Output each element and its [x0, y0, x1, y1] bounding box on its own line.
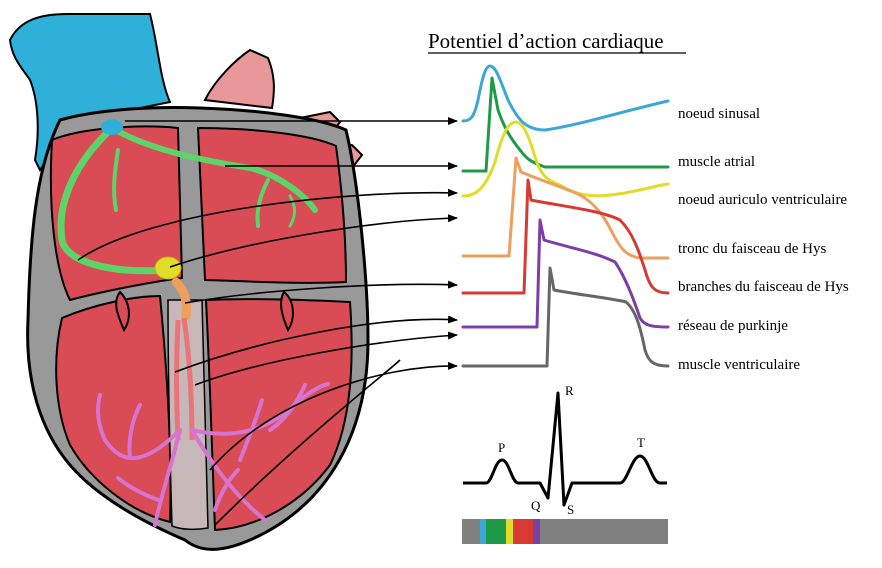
timing-bar [462, 519, 668, 544]
timing-segment-branches [513, 519, 533, 544]
trace-muscle-atrial [463, 78, 668, 171]
right-ventricle [56, 296, 170, 522]
action-potential-traces [463, 66, 668, 366]
ecg-label-q: Q [531, 498, 541, 513]
trace-branches-faisceau-hys [463, 180, 668, 293]
left-atrium [198, 128, 346, 283]
ecg-label-t: T [637, 435, 645, 450]
trace-muscle-ventriculaire [463, 268, 668, 366]
timing-segment-sinusal [480, 519, 486, 544]
label-reseau-purkinje: réseau de purkinje [678, 318, 788, 334]
trace-noeud-sinusal [463, 66, 668, 130]
ecg-trace-group: P Q R S T [463, 383, 667, 517]
sinus-node [101, 119, 123, 135]
timing-segment-atrial [486, 519, 506, 544]
pulmonary-artery [205, 50, 274, 108]
trace-noeud-auriculo-ventriculaire [463, 122, 668, 196]
label-noeud-auriculo-ventriculaire: noeud auriculo ventriculaire [678, 192, 847, 208]
av-node [155, 257, 181, 279]
label-noeud-sinusal: noeud sinusal [678, 106, 760, 122]
right-bundle-branch [177, 320, 179, 440]
trace-tronc-faisceau-hys [463, 158, 668, 258]
label-branches-faisceau-hys: branches du faisceau de Hys [678, 279, 849, 295]
diagram-title: Potentiel d’action cardiaque [428, 29, 664, 53]
trace-labels: noeud sinusal muscle atrial noeud auricu… [678, 106, 849, 373]
ecg-label-r: R [565, 383, 574, 398]
heart-illustration [10, 14, 368, 549]
chart-title-group: Potentiel d’action cardiaque [428, 29, 686, 53]
timing-segment-av [506, 519, 513, 544]
ecg-label-s: S [567, 502, 574, 517]
label-muscle-ventriculaire: muscle ventriculaire [678, 357, 800, 373]
label-muscle-atrial: muscle atrial [678, 154, 755, 170]
trace-reseau-purkinje [463, 220, 668, 327]
label-tronc-faisceau-hys: tronc du faisceau de Hys [678, 241, 826, 257]
timing-segment-purkinje [533, 519, 540, 544]
ecg-label-p: P [498, 440, 505, 455]
